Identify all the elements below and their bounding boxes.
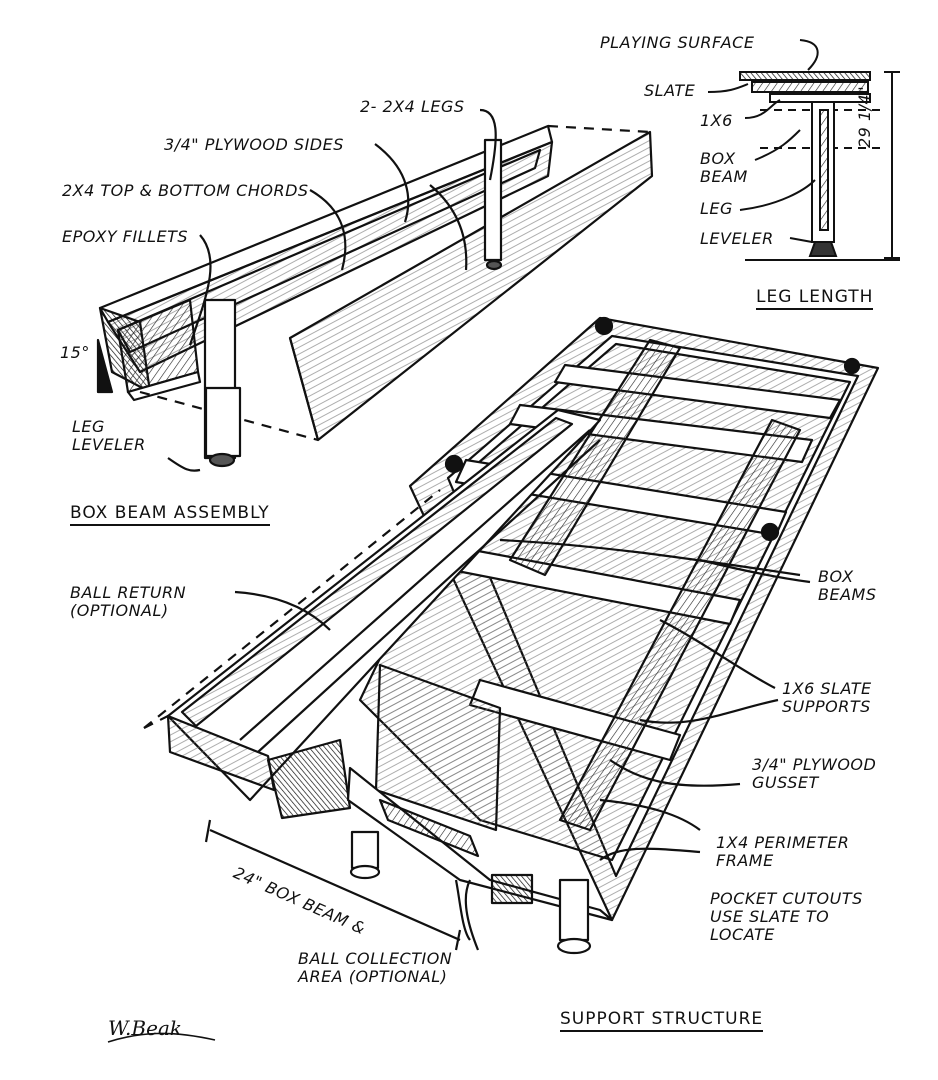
label-box-beam: BOX BEAM (700, 149, 748, 186)
label-ball-return: BALL RETURN (OPTIONAL) (70, 583, 187, 620)
title-leg-length: LEG LENGTH (756, 288, 874, 310)
label-slate: SLATE (644, 81, 696, 100)
label-leg-leveler: LEG LEVELER (72, 417, 146, 454)
label-angle: 15° (60, 343, 90, 362)
box-beam-assembly-drawing (96, 108, 654, 472)
signature-underline (107, 1032, 216, 1043)
label-ball-collection: BALL COLLECTION AREA (OPTIONAL) (298, 949, 453, 986)
label-plywood-gusset: 3/4" PLYWOOD GUSSET (752, 755, 877, 792)
label-epoxy-fillets: EPOXY FILLETS (62, 227, 189, 246)
label-1x6: 1X6 (700, 111, 733, 130)
label-leg: LEG (700, 199, 733, 218)
label-slate-supports: 1X6 SLATE SUPPORTS (782, 679, 872, 716)
label-legs: 2- 2X4 LEGS (360, 97, 465, 116)
label-height-dimension: 29 1/4" (855, 85, 874, 148)
artist-signature: W.Beak (108, 1016, 182, 1040)
label-box-beams: BOX BEAMS (818, 567, 877, 604)
title-support-structure: SUPPORT STRUCTURE (560, 1010, 764, 1032)
label-leveler: LEVELER (700, 229, 774, 248)
support-structure-drawing (143, 316, 880, 955)
label-perimeter-frame: 1X4 PERIMETER FRAME (716, 833, 850, 870)
label-pocket-cutouts: POCKET CUTOUTS USE SLATE TO LOCATE (710, 889, 863, 944)
label-playing-surface: PLAYING SURFACE (600, 33, 755, 52)
leg-length-drawing (707, 39, 900, 261)
title-box-beam-assembly: BOX BEAM ASSEMBLY (70, 504, 270, 526)
label-chords: 2X4 TOP & BOTTOM CHORDS (62, 181, 309, 200)
label-plywood-sides: 3/4" PLYWOOD SIDES (164, 135, 344, 154)
